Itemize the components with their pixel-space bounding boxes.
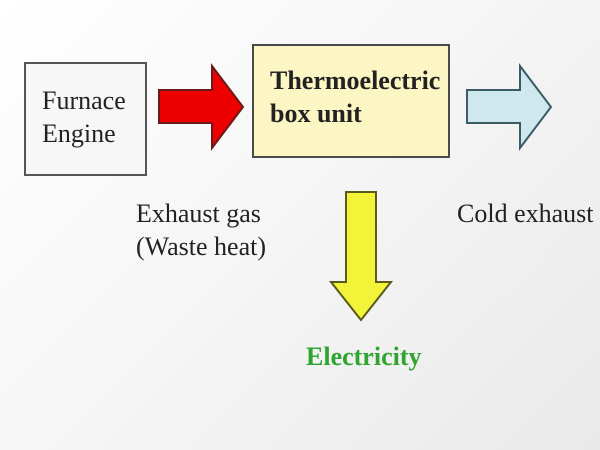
exhaust-gas-line2: (Waste heat) [136,232,266,261]
thermoelectric-box: Thermoelectric box unit [252,44,450,158]
electricity-label: Electricity [306,342,422,371]
cold-exhaust-label: Cold exhaust [457,199,594,228]
exhaust-gas-arrow [158,63,245,151]
exhaust-gas-label: Exhaust gas (Waste heat) [136,197,266,263]
teg-label-line1: Thermoelectric [270,66,441,95]
exhaust-gas-line1: Exhaust gas [136,199,261,228]
furnace-label-line2: Engine [42,119,116,148]
furnace-label-line1: Furnace [42,86,126,115]
cold-exhaust-arrow [466,63,553,151]
teg-label-line2: box unit [270,99,362,128]
furnace-engine-box: Furnace Engine [24,62,147,176]
electricity-arrow [328,191,394,322]
